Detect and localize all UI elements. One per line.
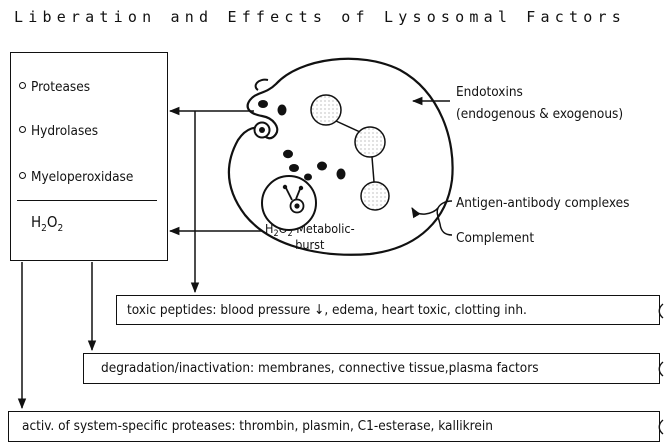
complement-connector — [437, 208, 452, 235]
cell-hook — [256, 80, 268, 90]
curl-3 — [659, 420, 663, 434]
curl-2 — [659, 362, 663, 376]
vacuole-link-2 — [372, 157, 374, 182]
phagocyte-cell — [229, 59, 453, 255]
phagosome — [262, 176, 316, 230]
curl-1 — [659, 304, 663, 318]
vacuole-link-1 — [336, 121, 360, 132]
vacuole-3 — [361, 182, 389, 210]
